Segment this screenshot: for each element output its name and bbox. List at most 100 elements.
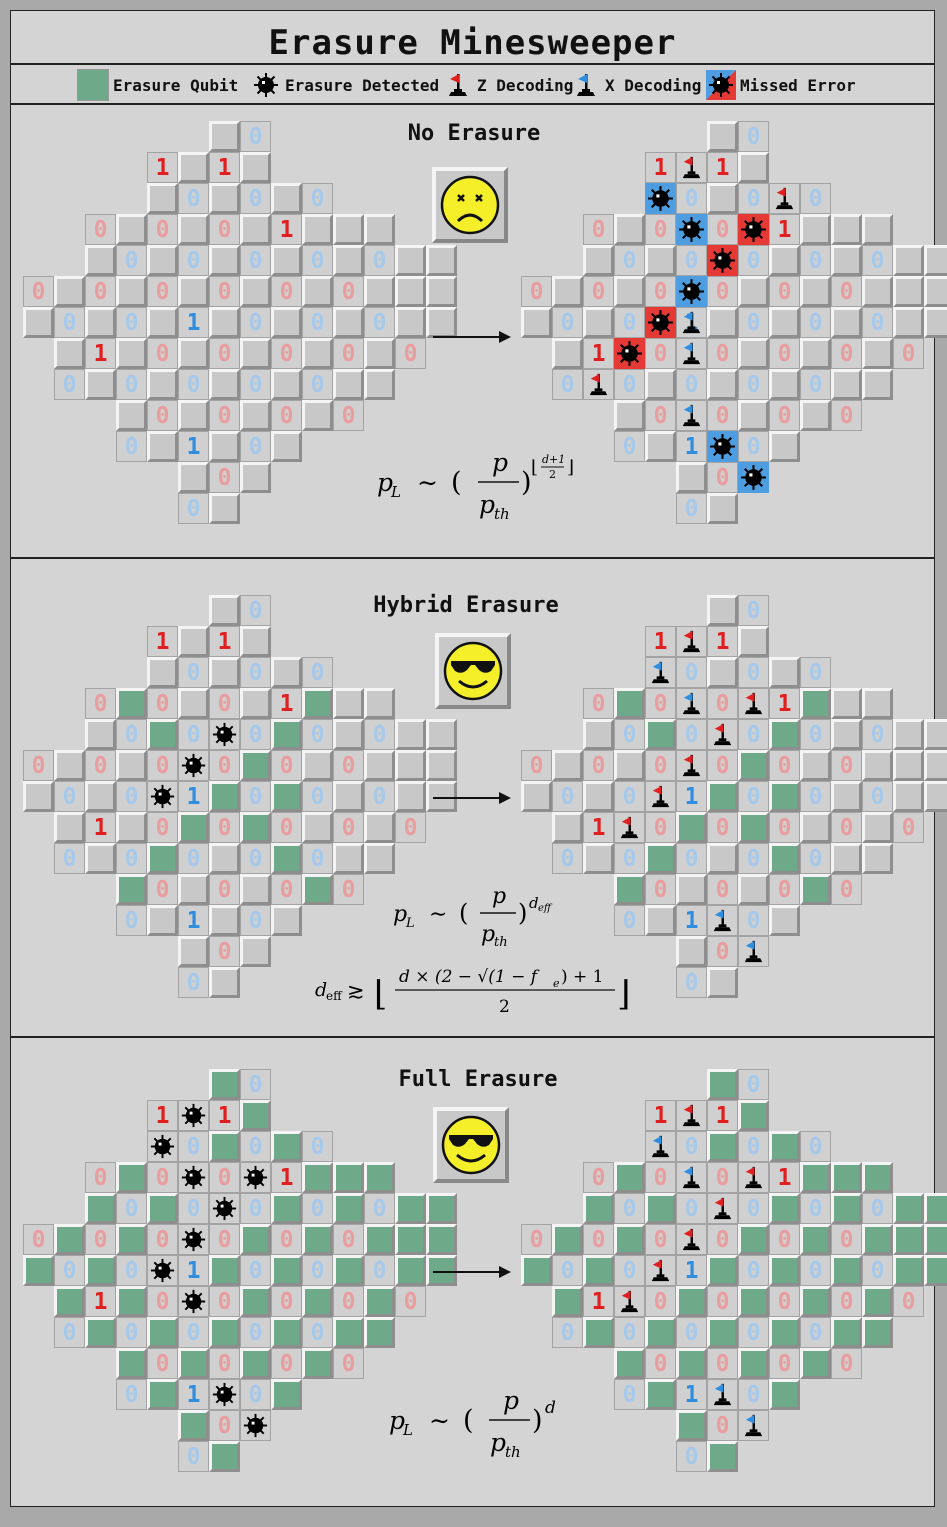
- board-cell[interactable]: [364, 843, 395, 874]
- board-cell[interactable]: 0: [271, 1348, 302, 1379]
- board-cell[interactable]: [116, 400, 147, 431]
- board-cell[interactable]: 0: [800, 183, 831, 214]
- board-cell[interactable]: 0: [769, 338, 800, 369]
- board-cell[interactable]: 0: [178, 1131, 209, 1162]
- board-cell[interactable]: [831, 307, 862, 338]
- board-cell[interactable]: 0: [116, 781, 147, 812]
- board-cell[interactable]: [240, 1348, 271, 1379]
- board-cell[interactable]: 0: [614, 1193, 645, 1224]
- board-cell[interactable]: 0: [178, 843, 209, 874]
- board-cell[interactable]: 1: [707, 626, 738, 657]
- board-cell[interactable]: 0: [614, 719, 645, 750]
- board-cell[interactable]: [116, 338, 147, 369]
- board-cell[interactable]: [85, 369, 116, 400]
- board-cell[interactable]: 0: [614, 245, 645, 276]
- board-cell[interactable]: 1: [209, 626, 240, 657]
- board-cell[interactable]: 0: [862, 781, 893, 812]
- board-cell[interactable]: 0: [240, 1317, 271, 1348]
- board-cell[interactable]: 1: [85, 1286, 116, 1317]
- board-cell[interactable]: 1: [769, 1162, 800, 1193]
- board-cell[interactable]: 0: [738, 595, 769, 626]
- board-cell[interactable]: [333, 245, 364, 276]
- board-cell[interactable]: [178, 874, 209, 905]
- board-cell[interactable]: 0: [831, 276, 862, 307]
- board-cell[interactable]: [364, 688, 395, 719]
- board-cell[interactable]: [552, 812, 583, 843]
- board-cell[interactable]: [645, 781, 676, 812]
- board-cell[interactable]: 0: [614, 781, 645, 812]
- board-cell[interactable]: 0: [583, 1224, 614, 1255]
- board-cell[interactable]: 0: [240, 307, 271, 338]
- board-cell[interactable]: 0: [271, 750, 302, 781]
- board-cell[interactable]: [707, 905, 738, 936]
- board-cell[interactable]: [240, 812, 271, 843]
- board-cell[interactable]: 0: [707, 400, 738, 431]
- board-cell[interactable]: 0: [271, 338, 302, 369]
- board-cell[interactable]: [116, 1348, 147, 1379]
- board-cell[interactable]: [178, 214, 209, 245]
- board-cell[interactable]: [271, 719, 302, 750]
- board-cell[interactable]: 0: [147, 1162, 178, 1193]
- board-cell[interactable]: [614, 214, 645, 245]
- board-cell[interactable]: [178, 750, 209, 781]
- board-cell[interactable]: [614, 276, 645, 307]
- board-cell[interactable]: 0: [333, 400, 364, 431]
- board-cell[interactable]: [893, 719, 924, 750]
- board-cell[interactable]: [333, 1255, 364, 1286]
- board-cell[interactable]: 0: [178, 245, 209, 276]
- board-cell[interactable]: 1: [583, 1286, 614, 1317]
- board-cell[interactable]: [271, 245, 302, 276]
- board-cell[interactable]: 1: [676, 307, 707, 338]
- board-cell[interactable]: 0: [23, 750, 54, 781]
- board-cell[interactable]: [645, 369, 676, 400]
- board-cell[interactable]: [738, 152, 769, 183]
- board-cell[interactable]: 0: [645, 812, 676, 843]
- board-cell[interactable]: [645, 183, 676, 214]
- board-cell[interactable]: [395, 245, 426, 276]
- board-cell[interactable]: 0: [707, 1224, 738, 1255]
- board-cell[interactable]: [333, 1162, 364, 1193]
- board-cell[interactable]: [707, 121, 738, 152]
- board-cell[interactable]: 0: [800, 657, 831, 688]
- board-cell[interactable]: [426, 276, 457, 307]
- board-cell[interactable]: 1: [676, 1379, 707, 1410]
- board-cell[interactable]: [426, 1224, 457, 1255]
- board-cell[interactable]: 0: [676, 1193, 707, 1224]
- board-cell[interactable]: 0: [614, 1379, 645, 1410]
- board-cell[interactable]: 0: [147, 338, 178, 369]
- board-cell[interactable]: [302, 338, 333, 369]
- board-cell[interactable]: 0: [54, 1255, 85, 1286]
- board-cell[interactable]: [395, 276, 426, 307]
- board-cell[interactable]: [116, 276, 147, 307]
- board-cell[interactable]: [364, 276, 395, 307]
- board-cell[interactable]: [924, 245, 947, 276]
- board-cell[interactable]: [893, 245, 924, 276]
- board-cell[interactable]: [521, 781, 552, 812]
- board-cell[interactable]: [893, 1255, 924, 1286]
- board-cell[interactable]: [54, 276, 85, 307]
- board-cell[interactable]: [85, 1317, 116, 1348]
- board-cell[interactable]: [147, 1317, 178, 1348]
- board-cell[interactable]: [333, 843, 364, 874]
- board-cell[interactable]: [614, 688, 645, 719]
- board-cell[interactable]: [147, 1255, 178, 1286]
- board-cell[interactable]: 1: [769, 688, 800, 719]
- board-cell[interactable]: 0: [209, 1410, 240, 1441]
- board-cell[interactable]: [769, 905, 800, 936]
- board-cell[interactable]: [707, 967, 738, 998]
- board-cell[interactable]: [893, 750, 924, 781]
- board-cell[interactable]: [271, 1193, 302, 1224]
- board-cell[interactable]: 0: [302, 245, 333, 276]
- board-cell[interactable]: [209, 1379, 240, 1410]
- board-cell[interactable]: 0: [645, 1162, 676, 1193]
- board-cell[interactable]: 0: [893, 338, 924, 369]
- board-cell[interactable]: [893, 1224, 924, 1255]
- board-cell[interactable]: [209, 307, 240, 338]
- board-cell[interactable]: [862, 338, 893, 369]
- board-cell[interactable]: [645, 905, 676, 936]
- board-cell[interactable]: [707, 781, 738, 812]
- board-cell[interactable]: [426, 781, 457, 812]
- board-cell[interactable]: [240, 1162, 271, 1193]
- board-cell[interactable]: 0: [769, 1224, 800, 1255]
- board-cell[interactable]: [614, 338, 645, 369]
